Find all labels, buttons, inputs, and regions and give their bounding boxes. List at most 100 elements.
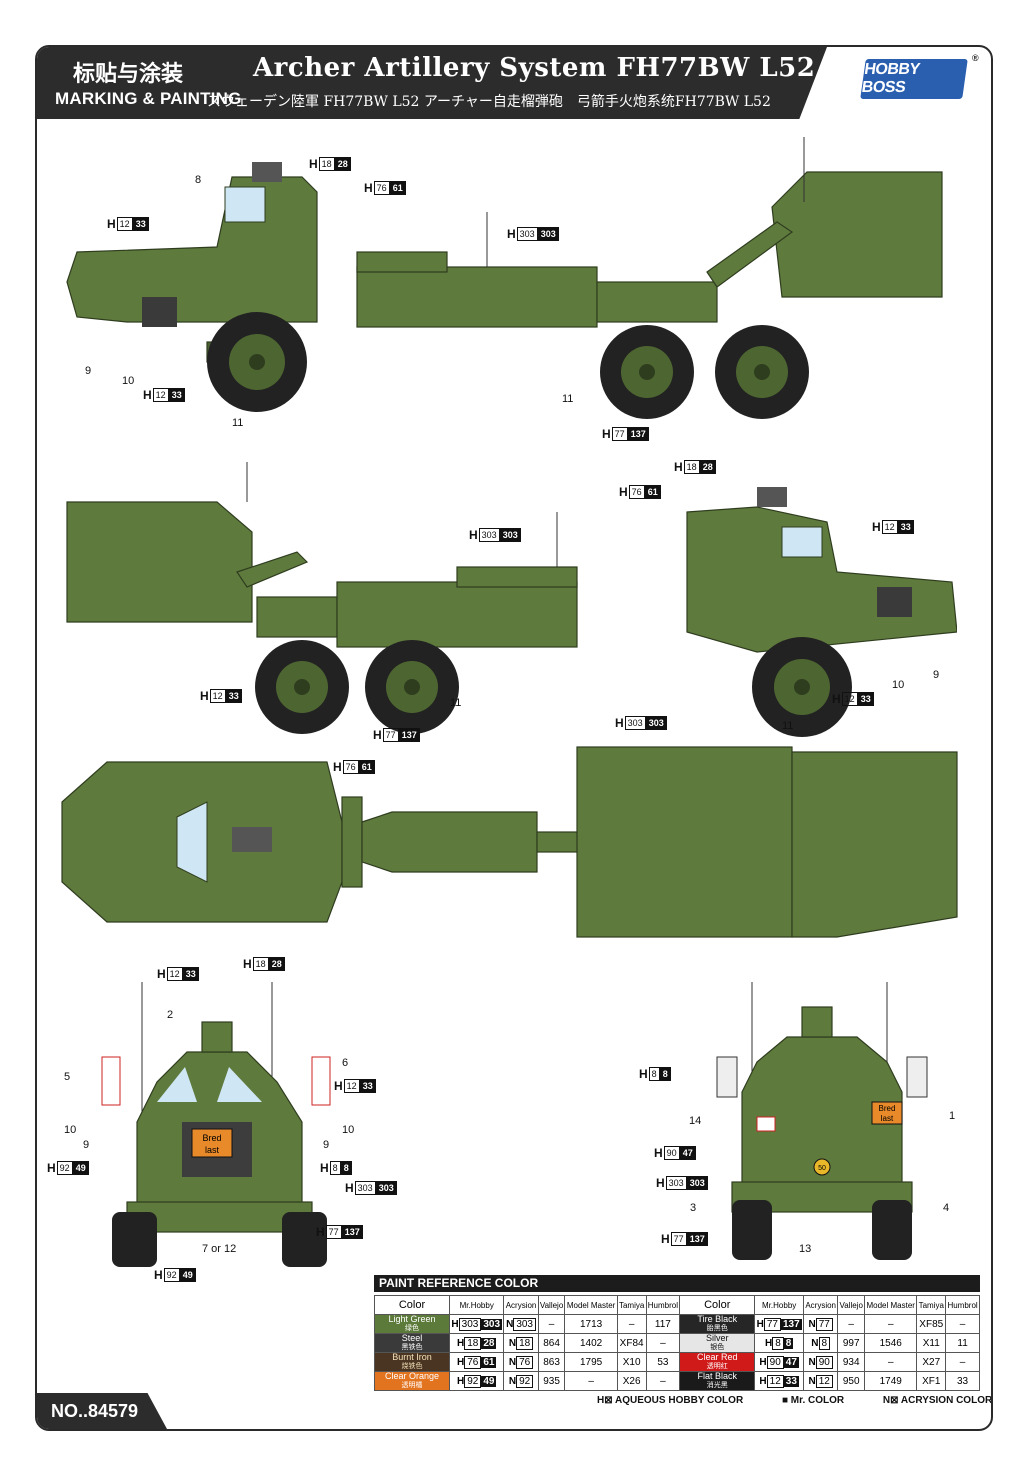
col-header: Acrysion [503, 1295, 539, 1315]
mr-color-code: 49 [481, 1375, 497, 1387]
callout-11: 11 [232, 417, 244, 429]
callout-9: 9 [85, 365, 92, 377]
rear-plate-line2: last [881, 1114, 894, 1123]
tamiya-code: XF1 [916, 1371, 947, 1391]
tamiya-code: X26 [616, 1371, 647, 1391]
wheel-mid [600, 325, 694, 419]
h-letter: H [456, 1337, 465, 1349]
wheel-front-r [752, 637, 852, 737]
callout-4: 4 [943, 1202, 950, 1214]
h-letter: H [764, 1337, 773, 1349]
paint-reference-title: PAINT REFERENCE COLOR [374, 1275, 980, 1292]
hobby-code: 77 [763, 1317, 781, 1331]
tamiya-code: X10 [616, 1352, 647, 1372]
vallejo-code: 997 [837, 1333, 866, 1353]
acrysion-num: 18 [516, 1336, 534, 1350]
humbrol-code: – [645, 1371, 681, 1391]
callout-11: 11 [562, 393, 574, 405]
acrysion-num: 90 [815, 1355, 833, 1369]
color-name: Flat Black [697, 1371, 738, 1381]
paint-table-header: Color Mr.Hobby Acrysion Vallejo Model Ma… [374, 1295, 980, 1315]
h-letter: H [451, 1318, 459, 1330]
h-letter: H [759, 1375, 767, 1387]
col-header: Tamiya [916, 1295, 947, 1315]
color-name: Silver [706, 1333, 729, 1343]
vehicle-top-view [61, 746, 958, 938]
mr-color-code: 303 [481, 1318, 503, 1330]
hobby-code: 76 [464, 1355, 482, 1369]
mm-code: – [864, 1314, 918, 1334]
humbrol-code: – [645, 1333, 681, 1353]
tamiya-code: – [616, 1314, 647, 1334]
front-tire-left [112, 1212, 157, 1267]
callout-11: 11 [450, 697, 462, 709]
vehicle-side-view-right [66, 462, 957, 737]
callout-10: 10 [892, 679, 905, 691]
front-plate-line1: Bred [202, 1133, 221, 1143]
legend-acrysion: N⊠ ACRYSION COLOR [882, 1395, 993, 1406]
hobby-code: 12 [766, 1374, 784, 1388]
h-letter: H [756, 1318, 764, 1330]
color-name: Clear Orange [384, 1371, 440, 1381]
brand-name: HOBBY BOSS [860, 61, 921, 96]
rear-plate-line1: Bred [879, 1104, 896, 1113]
humbrol-code: – [945, 1352, 980, 1372]
color-name-zh: 透明橘 [401, 1382, 423, 1389]
legend-mr-color: ■ Mr. COLOR [781, 1395, 845, 1406]
mm-code: 1402 [564, 1333, 618, 1353]
callout-9: 9 [933, 669, 940, 681]
registered-mark: ® [971, 53, 978, 63]
color-name: Burnt Iron [392, 1352, 432, 1362]
tamiya-code: XF85 [916, 1314, 947, 1334]
col-header: Tamiya [616, 1295, 647, 1315]
color-name-zh: 绿色 [405, 1325, 419, 1332]
h-letter: H [456, 1356, 465, 1368]
hobby-code: 8 [772, 1336, 784, 1350]
humbrol-code: 53 [645, 1352, 681, 1372]
mm-code: – [864, 1352, 918, 1372]
h-letter: H [456, 1375, 465, 1387]
callout-10: 10 [342, 1124, 355, 1136]
callout-11: 11 [782, 720, 794, 732]
wheel-rear [715, 325, 809, 419]
col-header: Color [679, 1295, 756, 1315]
front-tire-right [282, 1212, 327, 1267]
color-name: Steel [401, 1333, 423, 1343]
hobby-code: 303 [458, 1317, 482, 1331]
color-name: Tire Black [697, 1314, 738, 1324]
page-title: Archer Artillery System FH77BW L52 [253, 53, 816, 83]
col-header: Humbrol [945, 1295, 980, 1315]
mm-code: 1713 [564, 1314, 618, 1334]
paint-reference-table: PAINT REFERENCE COLOR Color Mr.Hobby Acr… [374, 1275, 980, 1391]
product-number: NO..84579 [51, 1401, 139, 1421]
vehicle-rear-view: Bred last 50 [716, 982, 928, 1260]
paint-legend: H⊠ AQUEOUS HOBBY COLOR ■ Mr. COLOR N⊠ AC… [597, 1395, 993, 1406]
legend-aqueous: H⊠ AQUEOUS HOBBY COLOR [597, 1395, 744, 1406]
color-name-zh: 透明红 [706, 1363, 728, 1370]
col-header: Acrysion [803, 1295, 839, 1315]
callout-10: 10 [122, 375, 135, 387]
color-name-zh: 黑铁色 [401, 1344, 423, 1351]
acrysion-num: 92 [516, 1374, 534, 1388]
mm-code: 1546 [864, 1333, 918, 1353]
